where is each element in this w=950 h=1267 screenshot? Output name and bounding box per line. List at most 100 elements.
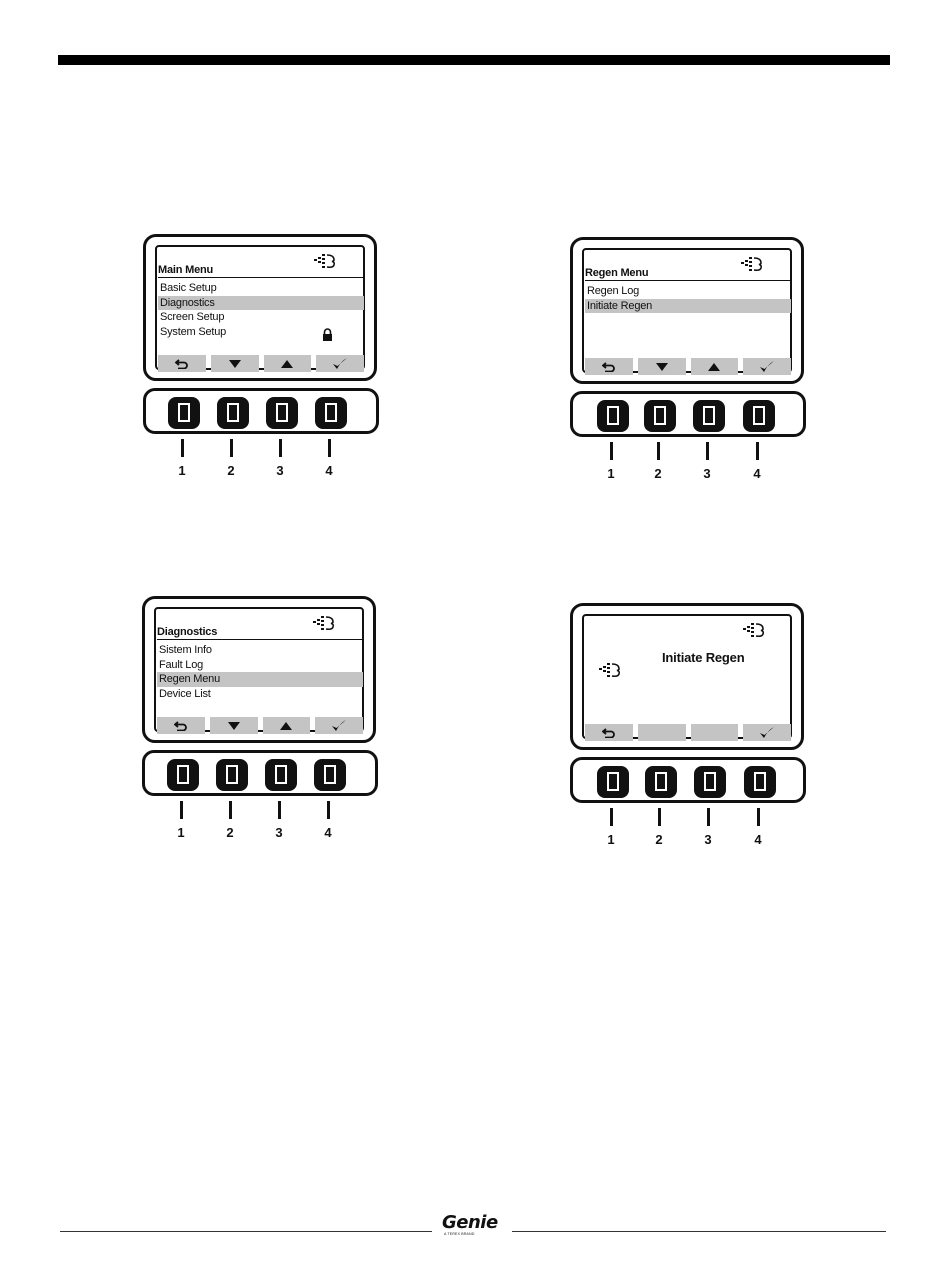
display-unit-diagnostics: Diagnostics Sistem Info Fault Log Regen … <box>142 596 382 846</box>
button-number: 3 <box>270 463 290 478</box>
down-arrow-icon <box>227 721 241 731</box>
menu-item-system-setup[interactable]: System Setup <box>158 325 364 340</box>
softkey-up[interactable] <box>263 717 311 734</box>
softkey-down[interactable] <box>638 358 686 375</box>
menu-item-sistem-info[interactable]: Sistem Info <box>157 643 363 658</box>
softkey-confirm[interactable] <box>315 717 363 734</box>
leader-line <box>229 801 232 819</box>
screen-heading: Initiate Regen <box>662 650 744 665</box>
button-number: 1 <box>172 463 192 478</box>
display-screen: Initiate Regen <box>570 603 804 750</box>
hardware-button-1[interactable] <box>597 766 629 798</box>
menu-item-device-list[interactable]: Device List <box>157 687 363 702</box>
softkey-up[interactable] <box>691 358 739 375</box>
button-row <box>570 757 806 803</box>
hardware-button-2[interactable] <box>645 766 677 798</box>
softkey-confirm[interactable] <box>743 724 791 741</box>
button-number: 1 <box>171 825 191 840</box>
softkey-up[interactable] <box>264 355 312 372</box>
softkey-bar <box>585 724 791 741</box>
check-icon <box>759 726 775 740</box>
leader-line <box>610 808 613 826</box>
menu-item-diagnostics[interactable]: Diagnostics <box>158 296 364 311</box>
menu-item-regen-menu[interactable]: Regen Menu <box>157 672 363 687</box>
display-unit-main-menu: Main Menu Basic Setup Diagnostics Screen… <box>143 234 383 484</box>
softkey-back[interactable] <box>157 717 205 734</box>
softkey-confirm[interactable] <box>743 358 791 375</box>
regen-system-icon <box>741 255 763 273</box>
hardware-button-1[interactable] <box>167 759 199 791</box>
back-icon <box>602 728 616 738</box>
regen-status-icon <box>599 661 621 679</box>
title-underline <box>157 639 362 640</box>
hardware-button-1[interactable] <box>168 397 200 429</box>
softkey-back[interactable] <box>158 355 206 372</box>
leader-line <box>707 808 710 826</box>
up-arrow-icon <box>279 721 293 731</box>
menu-list: Sistem Info Fault Log Regen Menu Device … <box>157 643 363 701</box>
hardware-button-1[interactable] <box>597 400 629 432</box>
back-icon <box>602 362 616 372</box>
softkey-blank-2[interactable] <box>638 724 686 741</box>
hardware-button-4[interactable] <box>744 766 776 798</box>
title-underline <box>585 280 790 281</box>
softkey-back[interactable] <box>585 724 633 741</box>
button-number: 1 <box>601 832 621 847</box>
hardware-button-2[interactable] <box>644 400 676 432</box>
hardware-button-2[interactable] <box>217 397 249 429</box>
leader-line <box>757 808 760 826</box>
softkey-bar <box>158 355 364 372</box>
hardware-button-2[interactable] <box>216 759 248 791</box>
leader-line <box>180 801 183 819</box>
button-number: 2 <box>221 463 241 478</box>
softkey-back[interactable] <box>585 358 633 375</box>
menu-list: Basic Setup Diagnostics Screen Setup Sys… <box>158 281 364 339</box>
softkey-down[interactable] <box>210 717 258 734</box>
button-number: 2 <box>649 832 669 847</box>
softkey-blank-3[interactable] <box>691 724 739 741</box>
footer-rule-left <box>60 1231 432 1232</box>
button-number: 3 <box>697 466 717 481</box>
hardware-button-4[interactable] <box>315 397 347 429</box>
regen-system-icon <box>313 614 335 632</box>
regen-system-icon <box>314 252 336 270</box>
back-icon <box>174 721 188 731</box>
hardware-button-3[interactable] <box>265 759 297 791</box>
button-row <box>143 388 379 434</box>
leader-line <box>279 439 282 457</box>
genie-logo: Genie A TEREX BRAND <box>442 1212 506 1238</box>
button-number: 4 <box>318 825 338 840</box>
button-row <box>142 750 378 796</box>
softkey-down[interactable] <box>211 355 259 372</box>
leader-line <box>328 439 331 457</box>
display-screen: Regen Menu Regen Log Initiate Regen <box>570 237 804 384</box>
softkey-bar <box>585 358 791 375</box>
check-icon <box>331 719 347 733</box>
back-icon <box>175 359 189 369</box>
softkey-confirm[interactable] <box>316 355 364 372</box>
hardware-button-4[interactable] <box>314 759 346 791</box>
up-arrow-icon <box>707 362 721 372</box>
display-screen: Diagnostics Sistem Info Fault Log Regen … <box>142 596 376 743</box>
up-arrow-icon <box>280 359 294 369</box>
hardware-button-4[interactable] <box>743 400 775 432</box>
regen-system-icon <box>743 621 765 639</box>
leader-line <box>181 439 184 457</box>
menu-item-initiate-regen[interactable]: Initiate Regen <box>585 299 791 314</box>
display-unit-initiate-regen: Initiate Regen 1 2 3 4 <box>570 603 810 853</box>
hardware-button-3[interactable] <box>694 766 726 798</box>
menu-item-screen-setup[interactable]: Screen Setup <box>158 310 364 325</box>
leader-line <box>658 808 661 826</box>
menu-item-regen-log[interactable]: Regen Log <box>585 284 791 299</box>
button-number: 3 <box>698 832 718 847</box>
menu-list: Regen Log Initiate Regen <box>585 284 791 313</box>
button-number: 4 <box>747 466 767 481</box>
menu-item-basic-setup[interactable]: Basic Setup <box>158 281 364 296</box>
hardware-button-3[interactable] <box>266 397 298 429</box>
button-number: 1 <box>601 466 621 481</box>
softkey-bar <box>157 717 363 734</box>
menu-item-fault-log[interactable]: Fault Log <box>157 658 363 673</box>
hardware-button-3[interactable] <box>693 400 725 432</box>
menu-title: Diagnostics <box>157 626 217 638</box>
button-row <box>570 391 806 437</box>
